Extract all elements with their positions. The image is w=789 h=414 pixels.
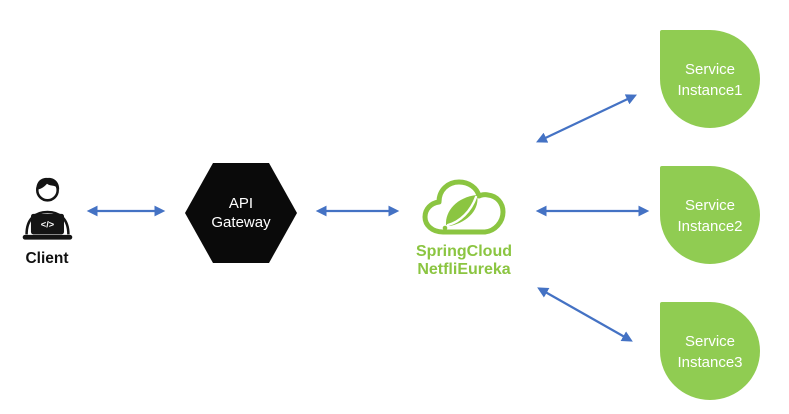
client-node: </> Client xyxy=(8,176,86,268)
spring-leaf xyxy=(445,195,478,226)
eureka-registry-node: SpringCloud NetfliEureka xyxy=(398,176,530,280)
spring-cloud-icon xyxy=(422,179,506,235)
arrow-registry-instance3 xyxy=(537,287,633,342)
api-gateway-label-line1: API xyxy=(228,194,254,212)
service-instance3-node: Service Instance3 xyxy=(660,302,760,400)
service-instance3-line2: Instance3 xyxy=(677,353,743,371)
service-instance1-line2: Instance1 xyxy=(677,81,743,99)
registry-label-line2: NetfliEureka xyxy=(417,261,511,279)
service-instance1-node: Service Instance1 xyxy=(660,30,760,128)
api-gateway-label-line2: Gateway xyxy=(211,214,271,231)
arrow-registry-instance1 xyxy=(536,94,637,143)
registry-label: SpringCloud NetfliEureka xyxy=(398,243,530,280)
client-label: Client xyxy=(25,250,69,267)
laptop-code-glyph: </> xyxy=(41,220,55,230)
service-instance1-line1: Service xyxy=(684,61,736,79)
service-instance2-line2: Instance2 xyxy=(677,217,743,235)
person-at-laptop-icon: </> xyxy=(22,177,73,240)
service-instance2-node: Service Instance2 xyxy=(660,166,760,264)
registry-label-line1: SpringCloud xyxy=(416,243,512,260)
service-instance2-line1: Service xyxy=(684,197,736,215)
api-gateway-node: API Gateway xyxy=(185,163,297,263)
service-instance3-line1: Service xyxy=(684,333,736,351)
